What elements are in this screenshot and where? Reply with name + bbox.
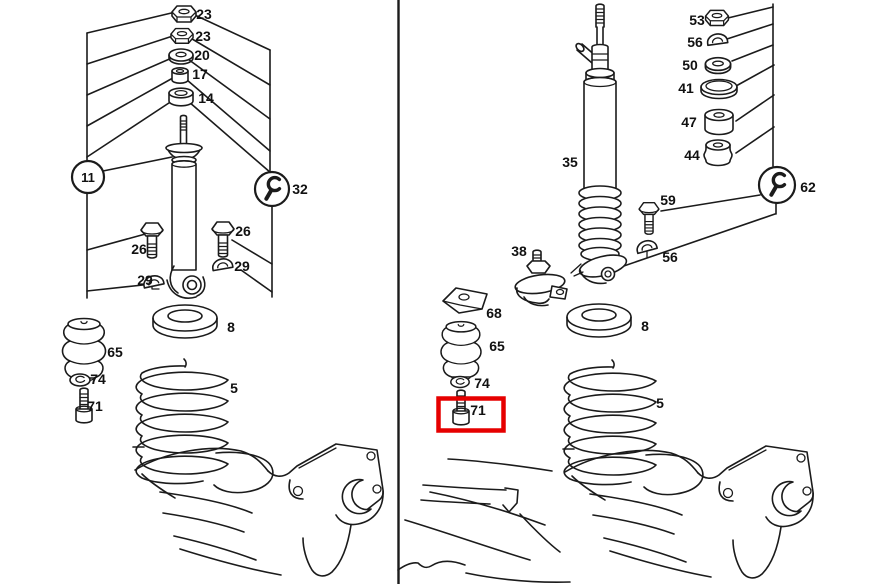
left-callout-labels: 23 23 20 17 14 11 32 26 26 29 29 8 65 74… [81,6,308,414]
callout-label[interactable]: 29 [137,272,153,288]
right-panel: 35 53 56 50 41 47 44 62 59 56 8 38 68 65… [397,3,816,583]
spring-seat-part [566,303,632,338]
callout-label[interactable]: 5 [230,380,238,396]
callout-label[interactable]: 38 [511,243,527,259]
callout-label[interactable]: 74 [474,375,490,391]
callout-label[interactable]: 26 [235,223,251,239]
washer-part [168,48,194,65]
callout-label[interactable]: 56 [662,249,678,265]
callout-label[interactable]: 71 [87,398,103,414]
shock-absorber-right [570,3,628,285]
callout-label[interactable]: 44 [684,147,700,163]
callout-label[interactable]: 14 [198,90,214,106]
joint-seat-part [514,249,568,307]
shock-absorber-left [165,114,206,299]
fastener-stack [168,5,197,107]
ring-part [700,78,738,100]
screw-part [452,389,470,426]
spring-seat-part [152,304,218,339]
control-arm [132,443,384,577]
callout-label[interactable]: 65 [489,338,505,354]
callout-label[interactable]: 47 [681,114,697,130]
callout-label[interactable]: 53 [689,12,705,28]
tall-bushing-part [704,108,734,136]
callout-leader-lines [86,9,273,299]
small-washer-part [69,373,91,387]
callout-label[interactable]: 74 [90,371,106,387]
buffer-part [440,320,482,381]
left-panel: 23 23 20 17 14 11 32 26 26 29 29 8 65 74… [61,5,384,577]
callout-label[interactable]: 32 [292,181,308,197]
control-arm-right [397,445,814,583]
clamp-part [705,31,729,47]
callout-leader-lines [617,3,777,269]
assembly-group-circle [70,159,106,195]
coil-spring [135,358,229,485]
callout-label[interactable]: 8 [227,319,235,335]
callout-label[interactable]: 23 [196,6,212,22]
callout-label[interactable]: 59 [660,192,676,208]
callout-label[interactable]: 20 [194,47,210,63]
highlight-box-71 [436,396,506,433]
callout-label[interactable]: 62 [800,179,816,195]
clamp-part [634,237,659,255]
clamp-part [210,256,234,272]
fastener-column [700,9,738,167]
small-washer-part [450,375,470,389]
sleeve-part [168,87,194,107]
callout-label[interactable]: 23 [195,28,211,44]
callout-label[interactable]: 5 [656,395,664,411]
bolt-part [638,201,660,235]
callout-label[interactable]: 35 [562,154,578,170]
callout-label[interactable]: 11 [81,170,95,185]
nut-part [170,27,194,45]
washer-part [704,56,732,75]
callout-label[interactable]: 8 [641,318,649,334]
callout-label[interactable]: 41 [678,80,694,96]
callout-label[interactable]: 50 [682,57,698,73]
pad-part [442,287,488,314]
callout-label[interactable]: 17 [192,66,208,82]
bushing-part [171,67,189,84]
nut-part [171,5,197,23]
right-callout-labels: 35 53 56 50 41 47 44 62 59 56 8 38 68 65… [470,12,816,418]
callout-label[interactable]: 29 [234,258,250,274]
short-bushing-part [703,139,733,167]
callout-label[interactable]: 56 [687,34,703,50]
bellows [578,185,622,262]
callout-label[interactable]: 65 [107,344,123,360]
callout-label[interactable]: 71 [470,402,486,418]
callout-label[interactable]: 68 [486,305,502,321]
callout-label[interactable]: 26 [131,241,147,257]
nut-part [704,9,730,27]
bolt-part [211,221,235,258]
